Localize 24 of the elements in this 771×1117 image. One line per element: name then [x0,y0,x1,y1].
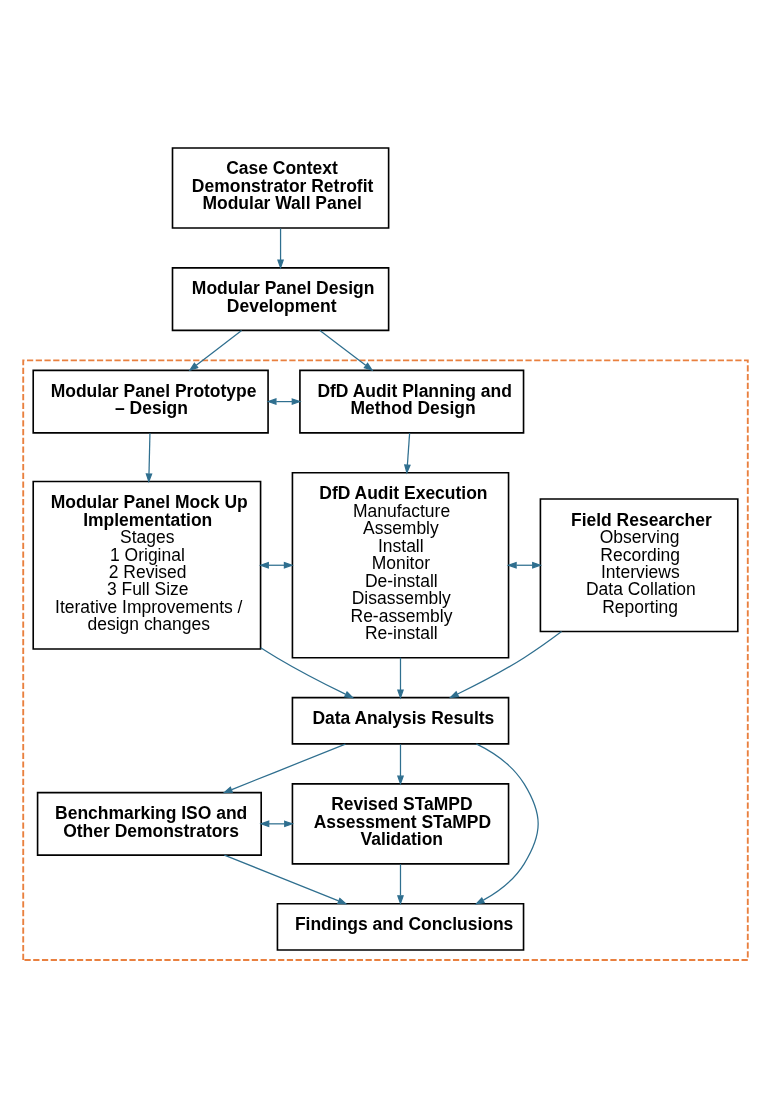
arrow [403,432,411,474]
node-box: Findings and Conclusions [276,902,525,951]
node-box: Case Context Demonstrator Retrofit Modular Wall Panel [171,146,390,229]
node-box: Modular Panel Prototype – Design [32,369,269,434]
arrow [397,656,404,699]
arrow [397,863,404,905]
node-box: Benchmarking ISO and Other Demonstrators [36,791,262,856]
arrow [260,646,355,698]
node-box: DfD Audit Execution Manufacture Assembly Install Monitor De-install Disassembly Re-assembly Re-install [291,471,510,658]
arrow [448,630,563,698]
node-box: Data Analysis Results [291,696,510,745]
node-box: Revised STaMPD Assessment STaMPD Validation [291,782,510,865]
node-box: Modular Panel Mock Up Implementation Stages 1 Original 2 Revised 3 Full Size Iterative Improvements / design changes [32,480,262,650]
arrow [397,743,404,786]
node-box: DfD Audit Planning and Method Design [299,369,525,434]
arrow [277,227,285,269]
arrow [188,329,243,371]
arrow [223,854,348,904]
node-box: Field Researcher Observing Recording Interviews Data Collation Reporting [539,497,739,632]
node-box: Modular Panel Design Development [171,266,390,331]
arrow [474,742,539,905]
arrow [222,742,346,793]
arrow [145,432,153,483]
arrow [319,329,374,371]
